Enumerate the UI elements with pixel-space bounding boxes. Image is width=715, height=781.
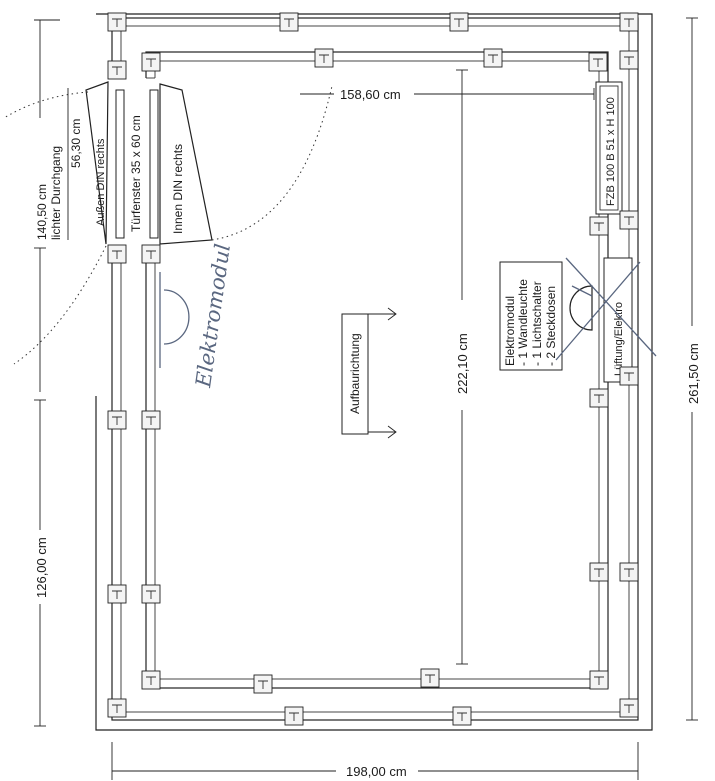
wall-connector-mark	[112, 18, 122, 27]
offset-label: 126,00 cm	[34, 537, 49, 598]
ventilation-label: Lüftung/Elektro	[613, 302, 625, 376]
ground-outline	[95, 13, 653, 731]
pencil-mark-right	[571, 285, 593, 297]
frame-width-label: 56,30 cm	[69, 119, 83, 168]
elektromodul-box	[499, 261, 563, 371]
wall-connector-mark	[624, 216, 634, 225]
wall-connector-mark	[146, 416, 156, 425]
wall-connector-mark	[319, 54, 329, 63]
inner-door-swing-arc	[211, 85, 333, 241]
door-clear-label-2: lichter Durchgang	[49, 146, 63, 240]
outer-door-swing-arc	[13, 245, 107, 365]
elektromodul-title: Elektromodul	[503, 296, 517, 366]
door-clear-label-1: 140,50 cm	[35, 184, 49, 240]
wall-connector-mark	[594, 676, 604, 685]
direction-box	[341, 313, 369, 435]
wall-connector-mark	[289, 712, 299, 721]
handwritten-elektromodul: Elektromodul	[191, 242, 235, 389]
outer-door-label: Außen DIN rechts	[95, 138, 107, 226]
wall-connector-mark	[624, 704, 634, 713]
wall-connector-mark	[457, 712, 467, 721]
wall-connector-mark	[624, 568, 634, 577]
pencil-semicircle-left	[163, 289, 190, 345]
wall-connector-mark	[112, 250, 122, 259]
door-window-label: Türfenster 35 x 60 cm	[129, 115, 143, 232]
ventilation-box	[603, 257, 633, 383]
wall-connector-mark	[284, 18, 294, 27]
wall-connector-mark	[454, 18, 464, 27]
wall-connector-mark	[594, 222, 604, 231]
wall-connector-mark	[594, 394, 604, 403]
wall-connector-mark	[112, 704, 122, 713]
elektromodul-item-1: - 1 Wandleuchte	[516, 279, 530, 366]
door-window-pane	[149, 89, 159, 239]
wall-connector-mark	[624, 56, 634, 65]
right-window-label: FZB 100 B 51 x H 100	[605, 97, 617, 206]
door-window	[115, 89, 125, 239]
direction-label: Aufbaurichtung	[348, 333, 362, 414]
direction-arrow-top-head	[387, 307, 397, 321]
wall-connector-mark	[112, 590, 122, 599]
inner-width-label: 158,60 cm	[340, 87, 401, 102]
outer-width-label: 198,00 cm	[346, 764, 407, 779]
wall-connector-mark	[594, 568, 604, 577]
outer-door-leaf	[85, 81, 109, 245]
wall-connectors	[107, 12, 639, 726]
outer-door-swing-arc-top	[3, 91, 89, 119]
wall-connector-mark	[112, 416, 122, 425]
outer-depth-label: 261,50 cm	[686, 343, 701, 404]
elektromodul-item-3: - 2 Steckdosen	[544, 286, 558, 366]
wall-connector-mark	[146, 250, 156, 259]
right-window-pane	[599, 85, 619, 211]
elektromodul-item-2: - 1 Lichtschalter	[530, 281, 544, 366]
wall-connector-mark	[624, 372, 634, 381]
inner-wall-inner-line	[154, 60, 600, 680]
inner-depth-label: 222,10 cm	[455, 333, 470, 394]
inner-door-label: Innen DIN rechts	[171, 144, 185, 234]
pencil-cross	[555, 257, 657, 361]
wall-connector-mark	[146, 58, 156, 67]
wall-connector-mark	[112, 66, 122, 75]
wall-connector-mark	[593, 58, 603, 67]
wall-connector-mark	[425, 674, 435, 683]
wall-connector-mark	[146, 676, 156, 685]
right-wall-fixture	[569, 285, 593, 331]
inner-door-leaf	[159, 83, 213, 245]
wall-connector-mark	[624, 18, 634, 27]
wall-connector-mark	[488, 54, 498, 63]
wall-connector-mark	[258, 680, 268, 689]
direction-arrow-bottom-head	[387, 425, 397, 439]
wall-connector-mark	[146, 590, 156, 599]
